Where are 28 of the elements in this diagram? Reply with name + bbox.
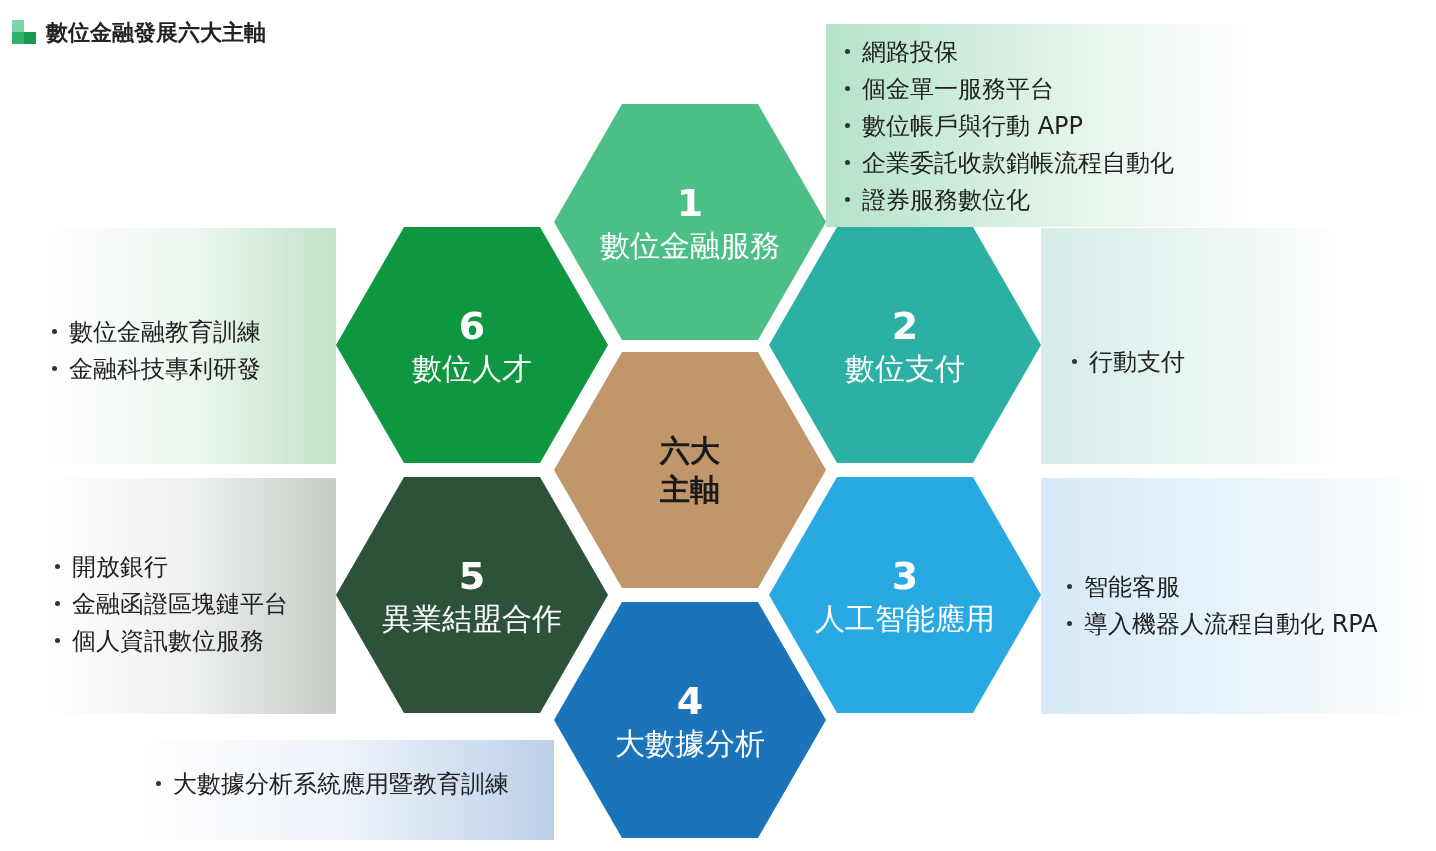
hexagon-label: 數位人才 xyxy=(412,350,532,388)
hexagon-label: 異業結盟合作 xyxy=(382,600,562,638)
bullet-text: 個人資訊數位服務 xyxy=(72,625,264,657)
bullet-text: 金融函證區塊鏈平台 xyxy=(72,588,288,620)
hexagon-number: 4 xyxy=(676,677,704,725)
bullet-text: 智能客服 xyxy=(1084,571,1180,603)
bullet-text: 企業委託收款銷帳流程自動化 xyxy=(862,147,1174,179)
bullet-text: 行動支付 xyxy=(1089,346,1185,378)
bullet-text: 金融科技專利研發 xyxy=(69,353,261,385)
bullet-text: 導入機器人流程自動化 RPA xyxy=(1084,608,1378,640)
bullet-text: 網路投保 xyxy=(862,36,958,68)
hexagon-label: 數位金融服務 xyxy=(600,227,780,265)
title: 數位金融發展六大主軸 xyxy=(46,22,266,44)
hexagon-number: 1 xyxy=(676,179,704,227)
bullet-text: 開放銀行 xyxy=(72,551,168,583)
hexagon-label: 人工智能應用 xyxy=(815,600,995,638)
hexagon-label: 數位支付 xyxy=(845,350,965,388)
hexagon-number: 3 xyxy=(891,552,919,600)
hexagon-number: 5 xyxy=(458,552,486,600)
bullet-text: 數位金融教育訓練 xyxy=(69,316,261,348)
bullet-text: 大數據分析系統應用暨教育訓練 xyxy=(173,768,509,800)
hexagon-number: 2 xyxy=(891,302,919,350)
hexagon-number: 6 xyxy=(458,302,486,350)
bullet-text: 個金單一服務平台 xyxy=(862,73,1054,105)
bullet-text: 證券服務數位化 xyxy=(862,184,1030,216)
hexagon-label: 大數據分析 xyxy=(615,725,765,763)
hexagon-label: 六大主軸 xyxy=(658,432,721,509)
bullet-text: 數位帳戶與行動 APP xyxy=(862,110,1083,142)
